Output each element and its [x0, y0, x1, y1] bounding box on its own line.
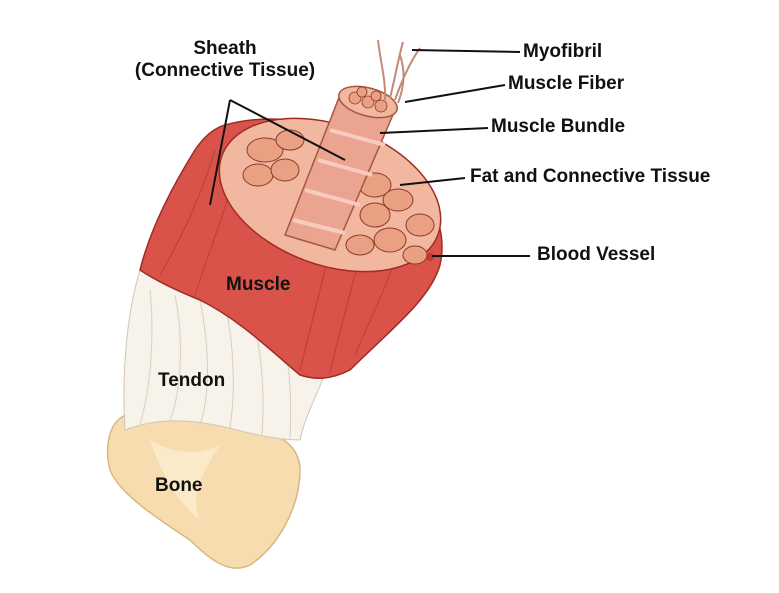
label-muscle-bundle: Muscle Bundle — [491, 116, 626, 137]
bundle-bands — [292, 128, 386, 235]
label-muscle: Muscle — [226, 274, 291, 295]
leader-myofibril — [411, 49, 521, 53]
muscle-fibers — [348, 86, 388, 113]
label-sheath: Sheath (Connective Tissue) — [110, 38, 340, 82]
label-fat-connective: Fat and Connective Tissue — [470, 166, 711, 187]
leader-muscle-bundle — [379, 127, 489, 134]
leader-lines — [209, 49, 530, 257]
label-muscle-fiber: Muscle Fiber — [508, 73, 625, 94]
label-bone: Bone — [155, 475, 203, 496]
label-blood-vessel: Blood Vessel — [537, 244, 656, 265]
label-myofibril: Myofibril — [523, 41, 603, 62]
label-sheath-line2: (Connective Tissue) — [134, 60, 316, 81]
leader-fat-connective — [399, 177, 466, 186]
leader-muscle-fiber — [404, 84, 506, 103]
label-sheath-line1: Sheath — [193, 38, 257, 59]
leader-sheath-a — [209, 99, 231, 206]
bone-highlight — [150, 440, 220, 520]
myofibrils — [377, 39, 421, 104]
leader-sheath-b — [229, 99, 346, 161]
label-tendon: Tendon — [158, 370, 226, 391]
